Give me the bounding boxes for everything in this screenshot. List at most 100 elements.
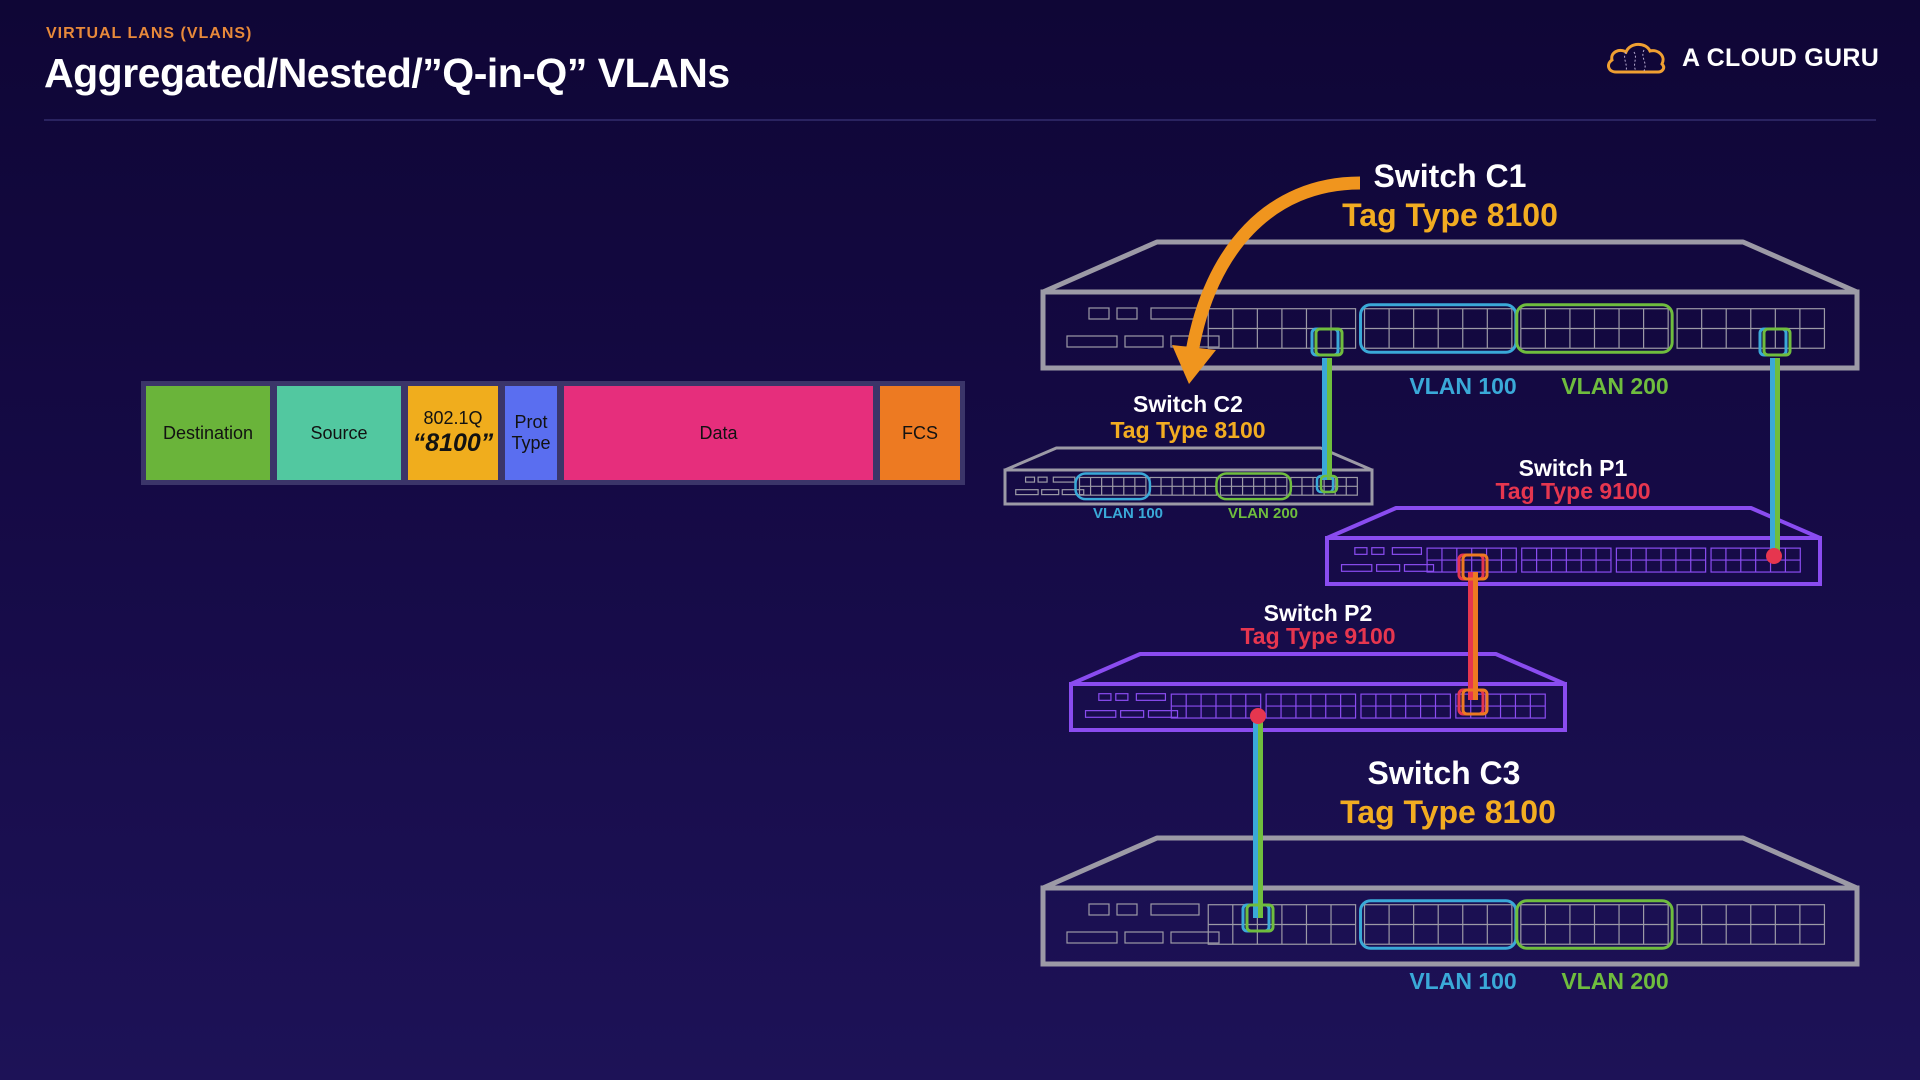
vlan200-group-outline	[1515, 899, 1674, 950]
frame-field-data: Data	[564, 386, 873, 480]
status-led	[1015, 489, 1039, 496]
frame-field-fcs: FCS	[880, 386, 960, 480]
field-label: Data	[699, 422, 738, 443]
status-led	[1066, 931, 1118, 944]
field-label: 802.1Q	[423, 408, 483, 429]
status-led	[1088, 307, 1110, 320]
switch-c2-vlan100-label: VLAN 100	[1092, 505, 1164, 522]
status-led	[1150, 903, 1200, 916]
status-led	[1147, 710, 1179, 718]
page-title: Aggregated/Nested/”Q-in-Q” VLANs	[44, 50, 730, 96]
vlan200-group-outline	[1515, 303, 1674, 354]
port-group	[1520, 904, 1669, 945]
frame-field-prot-type: Prot Type	[505, 386, 557, 480]
c2-port-inner	[1319, 474, 1339, 494]
port-group	[1170, 693, 1262, 719]
port-group	[1360, 693, 1451, 719]
switch-body	[1069, 682, 1567, 732]
switch-top	[1070, 652, 1566, 686]
status-led	[1024, 476, 1036, 483]
status-led	[1116, 307, 1138, 320]
vlan200-trunk	[1327, 358, 1332, 480]
switch-top	[1326, 506, 1821, 540]
port-group	[1149, 476, 1217, 496]
status-led	[1124, 335, 1164, 348]
port-group	[1676, 904, 1826, 945]
provider-trunk-red	[1468, 572, 1473, 700]
vlan200-trunk	[1775, 358, 1780, 556]
status-led	[1088, 903, 1110, 916]
switch-p1-name: Switch P1	[1518, 455, 1628, 481]
status-led	[1052, 476, 1076, 483]
status-led	[1150, 307, 1200, 320]
status-led	[1340, 564, 1373, 572]
status-led	[1391, 547, 1423, 555]
switch-p1-tag: Tag Type 9100	[1495, 478, 1651, 504]
switch-c2-tag: Tag Type 8100	[1110, 417, 1266, 443]
switch-body	[1003, 468, 1374, 506]
status-led	[1041, 489, 1060, 496]
logo-text: A CLOUD GURU	[1682, 43, 1880, 72]
frame-field-destination: Destination	[146, 386, 270, 480]
switch-c2	[1003, 446, 1374, 506]
status-led	[1061, 489, 1085, 496]
ethernet-frame: Destination Source 802.1Q “8100” Prot Ty…	[141, 381, 965, 485]
field-label: Destination	[162, 422, 254, 443]
switch-c3-vlan200-label: VLAN 200	[1561, 968, 1669, 994]
port-group	[1078, 476, 1147, 496]
link-c1-c2	[1322, 358, 1332, 480]
link-p2-c3	[1253, 716, 1263, 918]
vlan100-trunk	[1253, 716, 1258, 918]
arrow-head	[1172, 345, 1216, 384]
status-led	[1115, 693, 1129, 701]
c3-port-inner	[1245, 903, 1275, 933]
status-led	[1371, 547, 1385, 555]
switch-c3-tag: Tag Type 8100	[1340, 794, 1556, 830]
c1-port-right-inner	[1762, 327, 1792, 357]
port-group	[1426, 547, 1517, 573]
field-label: Prot	[514, 412, 548, 433]
link-c1-p1	[1770, 358, 1780, 556]
status-led	[1116, 903, 1138, 916]
switch-top	[1041, 835, 1859, 891]
field-label: Source	[310, 422, 368, 443]
status-led	[1354, 547, 1368, 555]
switch-c1-vlan200-label: VLAN 200	[1561, 373, 1669, 399]
p2-port-dot	[1250, 708, 1266, 724]
switch-c3-vlan100-label: VLAN 100	[1409, 968, 1517, 994]
switch-p2-name: Switch P2	[1263, 600, 1373, 626]
vlan200-trunk	[1258, 716, 1263, 918]
port-group	[1207, 904, 1357, 945]
status-led	[1084, 710, 1117, 718]
p2-port-inner	[1461, 688, 1489, 716]
section-subtitle: VIRTUAL LANS (VLANS)	[46, 25, 253, 42]
switch-c1-vlan100-label: VLAN 100	[1409, 373, 1517, 399]
port-group	[1219, 476, 1288, 496]
cloud-icon	[1607, 42, 1666, 74]
switch-c1	[1040, 239, 1860, 371]
logo: A CLOUD GURU	[1604, 38, 1879, 78]
switch-body	[1040, 289, 1860, 371]
frame-field-802-1q-tag: 802.1Q “8100”	[408, 386, 498, 480]
status-led	[1066, 335, 1118, 348]
status-led	[1170, 931, 1220, 944]
vlan200-group-outline	[1215, 472, 1293, 501]
port-group	[1676, 308, 1826, 349]
port-group	[1363, 904, 1513, 945]
vlan100-trunk	[1322, 358, 1327, 480]
status-led	[1098, 693, 1112, 701]
provider-trunk-orange	[1473, 572, 1478, 700]
switch-body	[1325, 536, 1822, 586]
port-group	[1363, 308, 1513, 349]
status-led	[1376, 564, 1401, 572]
status-led	[1120, 710, 1145, 718]
status-led	[1403, 564, 1435, 572]
switch-p2-tag: Tag Type 9100	[1240, 623, 1396, 649]
c1-port-left-inner	[1314, 327, 1344, 357]
port-group	[1615, 547, 1707, 573]
switch-c3	[1040, 835, 1860, 967]
switch-top	[1004, 446, 1373, 472]
header-divider	[44, 119, 1876, 121]
frame-field-source: Source	[277, 386, 401, 480]
port-group	[1710, 547, 1801, 573]
